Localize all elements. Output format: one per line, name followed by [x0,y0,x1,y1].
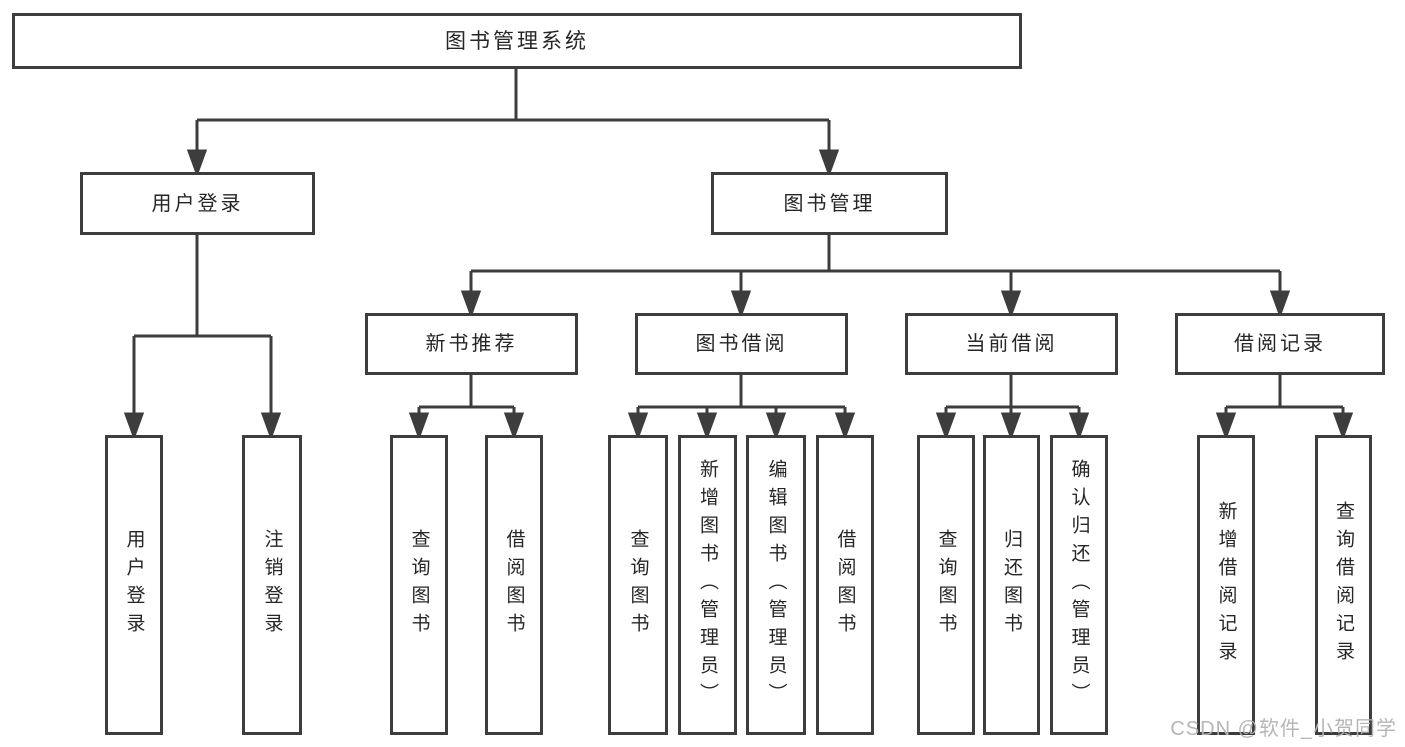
leaf-add-borrow-record: 新增借阅记录 [1197,435,1255,735]
leaf-add-books-admin-label: 新增图书（管理员） [697,459,718,711]
edges-root [186,69,840,178]
leaf-borrow-books-label: 借阅图书 [834,529,856,641]
leaf-return-books-label: 归还图书 [1001,529,1022,641]
leaf-query-books-recommend: 查询图书 [390,435,448,735]
leaf-confirm-return-admin-label: 确认归还（管理员） [1068,459,1090,711]
node-book-management: 图书管理 [711,172,948,235]
leaf-query-books-borrowing: 查询图书 [608,435,668,735]
leaf-borrow-books-recommend-label: 借阅图书 [503,529,525,641]
leaf-add-borrow-record-label: 新增借阅记录 [1215,501,1237,669]
edges-current-borrow [935,375,1090,441]
edges-user-login [123,235,282,441]
leaf-user-login-label: 用户登录 [123,529,145,641]
leaf-query-books-current-label: 查询图书 [935,529,957,641]
leaf-add-books-admin: 新增图书（管理员） [678,435,737,735]
leaf-return-books: 归还图书 [983,435,1040,735]
leaf-query-books-recommend-label: 查询图书 [408,529,430,641]
leaf-query-books-current: 查询图书 [917,435,975,735]
edges-book-borrow [627,375,856,441]
node-book-borrowing: 图书借阅 [635,313,848,375]
leaf-logout-label: 注销登录 [261,529,283,641]
node-user-login: 用户登录 [80,172,315,235]
node-new-book-recommend: 新书推荐 [365,313,578,375]
leaf-user-login: 用户登录 [105,435,163,735]
leaf-confirm-return-admin: 确认归还（管理员） [1050,435,1108,735]
edges-book-mgmt [460,235,1291,319]
edges-borrow-records [1215,375,1354,441]
leaf-query-borrow-record-label: 查询借阅记录 [1333,501,1354,669]
leaf-query-books-borrowing-label: 查询图书 [627,529,649,641]
node-root-system: 图书管理系统 [12,13,1022,69]
leaf-logout: 注销登录 [242,435,302,735]
leaf-borrow-books: 借阅图书 [816,435,874,735]
leaf-edit-books-admin-label: 编辑图书（管理员） [765,459,787,711]
csdn-watermark: CSDN @软件_小贺同学 [1170,718,1397,740]
leaf-query-borrow-record: 查询借阅记录 [1315,435,1372,735]
node-borrow-records: 借阅记录 [1175,313,1385,375]
edges-new-books [408,375,525,441]
leaf-edit-books-admin: 编辑图书（管理员） [746,435,806,735]
node-current-borrowing: 当前借阅 [905,313,1118,375]
leaf-borrow-books-recommend: 借阅图书 [485,435,543,735]
